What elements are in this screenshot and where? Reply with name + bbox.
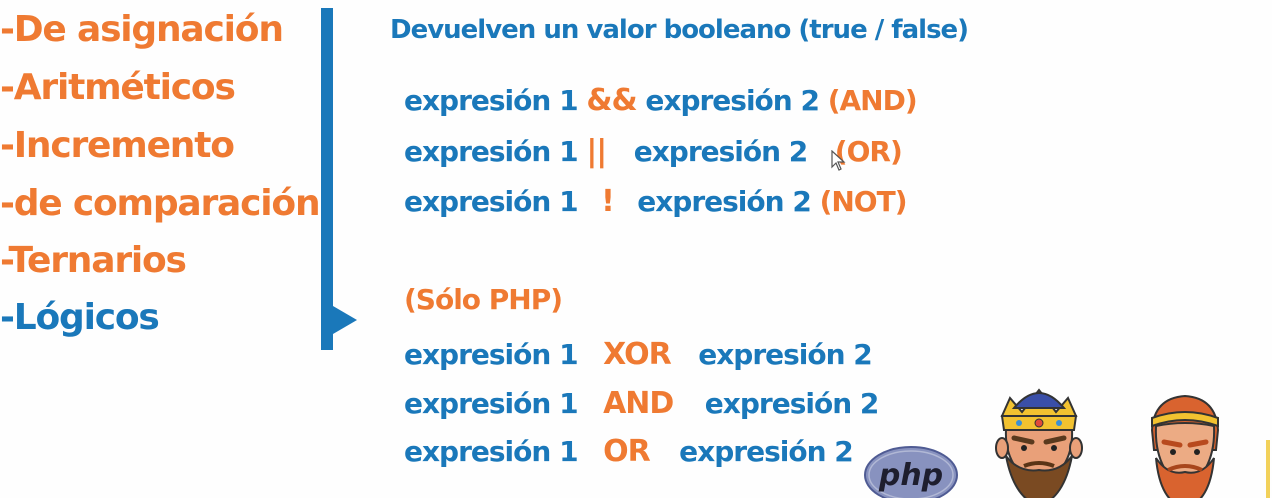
topic-increment: -Incremento xyxy=(0,125,235,166)
topic-ternary: -Ternarios xyxy=(0,240,187,281)
warrior-character-icon xyxy=(1150,394,1220,498)
edge-strip xyxy=(1266,440,1270,498)
row-and-php-op: AND xyxy=(603,386,674,421)
row-or: expresión 1 || expresión 2 (OR) xyxy=(404,134,903,169)
row-xor-left: expresión 1 xyxy=(404,338,579,371)
row-and-left: expresión 1 xyxy=(404,84,579,117)
king-character-icon xyxy=(995,388,1083,498)
row-not-left: expresión 1 xyxy=(404,185,579,218)
divider-bar xyxy=(321,8,333,350)
php-logo: php xyxy=(864,446,958,498)
row-xor-op: XOR xyxy=(603,337,672,372)
row-or-php-left: expresión 1 xyxy=(404,435,579,468)
row-not-right: expresión 2 xyxy=(637,185,812,218)
row-and-op: && xyxy=(586,83,637,118)
row-and-php-left: expresión 1 xyxy=(404,387,579,420)
topic-logical: -Lógicos xyxy=(0,297,160,338)
row-or-php: expresión 1 OR expresión 2 xyxy=(404,434,854,469)
row-not: expresión 1 ! expresión 2 (NOT) xyxy=(404,187,907,217)
topic-arithmetic: -Aritméticos xyxy=(0,67,236,108)
row-or-right: expresión 2 xyxy=(633,135,809,168)
php-only-label: (Sólo PHP) xyxy=(404,283,563,316)
row-xor-right: expresión 2 xyxy=(698,338,873,371)
row-not-op: ! xyxy=(601,184,615,219)
row-and-php-right: expresión 2 xyxy=(704,387,880,420)
topic-comparison: -de comparación xyxy=(0,183,321,224)
row-not-tag: (NOT) xyxy=(819,185,908,218)
row-or-tag: (OR) xyxy=(834,135,903,168)
row-or-php-op: OR xyxy=(603,434,651,469)
row-and-php: expresión 1 AND expresión 2 xyxy=(404,386,880,421)
row-or-php-right: expresión 2 xyxy=(679,435,854,468)
mouse-cursor-icon xyxy=(831,150,846,171)
php-logo-text: php xyxy=(878,458,943,493)
subtitle: Devuelven un valor booleano (true / fals… xyxy=(390,15,969,45)
topic-assignment: -De asignación xyxy=(0,9,284,50)
row-or-left: expresión 1 xyxy=(404,135,579,168)
row-and-tag: (AND) xyxy=(827,84,918,117)
row-xor: expresión 1 XOR expresión 2 xyxy=(404,337,873,372)
row-and-right: expresión 2 xyxy=(645,84,820,117)
arrow-right-icon xyxy=(333,306,357,334)
row-and: expresión 1 && expresión 2 (AND) xyxy=(404,83,918,118)
row-or-op: || xyxy=(586,134,607,169)
